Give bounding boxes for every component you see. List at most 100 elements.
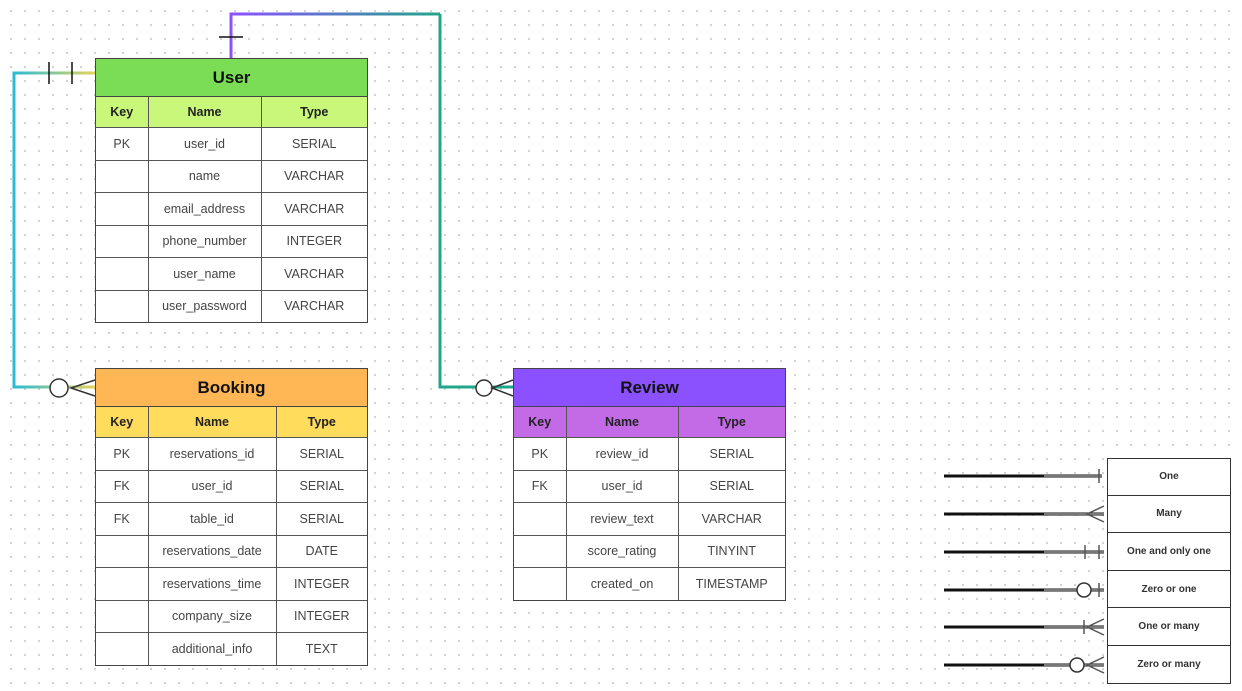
name-cell: user_password xyxy=(147,289,262,322)
type-cell: SERIAL xyxy=(275,437,367,471)
type-cell: SERIAL xyxy=(677,469,785,503)
type-cell: INTEGER xyxy=(275,599,367,633)
key-cell xyxy=(96,534,149,568)
name-cell: review_text xyxy=(565,502,679,536)
type-cell: DATE xyxy=(275,534,367,568)
table-row: name VARCHAR xyxy=(96,159,367,193)
table-row: user_name VARCHAR xyxy=(96,257,367,291)
legend-label: One and only one xyxy=(1107,533,1231,571)
type-cell: VARCHAR xyxy=(260,159,367,193)
name-cell: reservations_id xyxy=(147,437,277,471)
table-row: FK table_id SERIAL xyxy=(96,502,367,536)
zero-or-one-symbol-icon xyxy=(944,582,1104,598)
name-cell: user_id xyxy=(565,469,679,503)
user-entity-title: User xyxy=(96,59,367,97)
table-row: user_password VARCHAR xyxy=(96,289,367,322)
user-review-line xyxy=(438,14,513,389)
name-cell: phone_number xyxy=(147,224,262,258)
key-cell xyxy=(96,567,149,601)
column-header-name: Name xyxy=(147,97,262,128)
many-symbol-icon xyxy=(944,504,1105,523)
key-cell: FK xyxy=(514,469,567,503)
table-row: FK user_id SERIAL xyxy=(96,469,367,503)
type-cell: TEXT xyxy=(275,632,367,665)
type-cell: SERIAL xyxy=(260,127,367,161)
zero-marker xyxy=(49,378,69,398)
key-cell: PK xyxy=(514,437,567,471)
legend-label: Zero or one xyxy=(1107,570,1231,609)
name-cell: user_id xyxy=(147,469,277,503)
user-review-line-top xyxy=(229,12,440,58)
review-fields-table: Key Name Type PK review_id SERIAL FK use… xyxy=(514,407,785,600)
column-header-type: Type xyxy=(677,407,785,438)
legend-label: Many xyxy=(1107,495,1231,534)
type-cell: TINYINT xyxy=(677,534,785,568)
name-cell: email_address xyxy=(147,192,262,226)
table-row: reservations_time INTEGER xyxy=(96,567,367,601)
table-row: phone_number INTEGER xyxy=(96,224,367,258)
name-cell: company_size xyxy=(147,599,277,633)
key-cell: FK xyxy=(96,502,149,536)
key-cell: PK xyxy=(96,437,149,471)
one-and-only-one-symbol-icon xyxy=(944,545,1104,560)
key-cell xyxy=(96,224,149,258)
column-header-type: Type xyxy=(260,97,367,128)
type-cell: VARCHAR xyxy=(260,289,367,322)
table-row: PK reservations_id SERIAL xyxy=(96,437,367,471)
key-cell xyxy=(96,289,149,322)
key-cell xyxy=(96,599,149,633)
column-header-name: Name xyxy=(147,407,277,438)
key-cell: PK xyxy=(96,127,149,161)
booking-entity[interactable]: Booking Key Name Type PK reservations_id… xyxy=(95,368,368,666)
key-cell xyxy=(514,502,567,536)
key-cell xyxy=(96,159,149,193)
booking-entity-title: Booking xyxy=(96,369,367,407)
many-crowfoot-marker xyxy=(489,379,514,397)
name-cell: reservations_time xyxy=(147,567,277,601)
booking-fields-table: Key Name Type PK reservations_id SERIAL … xyxy=(96,407,367,665)
table-row: review_text VARCHAR xyxy=(514,502,785,536)
zero-marker xyxy=(475,379,493,397)
name-cell: score_rating xyxy=(565,534,679,568)
key-cell: FK xyxy=(96,469,149,503)
table-row: reservations_date DATE xyxy=(96,534,367,568)
table-row: FK user_id SERIAL xyxy=(514,469,785,503)
one-symbol-icon xyxy=(944,469,1102,483)
name-cell: reservations_date xyxy=(147,534,277,568)
table-row: email_address VARCHAR xyxy=(96,192,367,226)
type-cell: SERIAL xyxy=(275,502,367,536)
user-booking-relationship xyxy=(12,62,96,398)
name-cell: user_id xyxy=(147,127,262,161)
key-cell xyxy=(96,632,149,665)
zero-or-many-symbol-icon xyxy=(944,656,1105,674)
column-header-type: Type xyxy=(275,407,367,438)
key-cell xyxy=(514,534,567,568)
type-cell: VARCHAR xyxy=(260,257,367,291)
table-row: additional_info TEXT xyxy=(96,632,367,665)
table-row: score_rating TINYINT xyxy=(514,534,785,568)
type-cell: INTEGER xyxy=(275,567,367,601)
name-cell: user_name xyxy=(147,257,262,291)
column-header-key: Key xyxy=(514,407,567,438)
column-header-name: Name xyxy=(565,407,679,438)
type-cell: SERIAL xyxy=(677,437,785,471)
table-row: company_size INTEGER xyxy=(96,599,367,633)
table-row: PK user_id SERIAL xyxy=(96,127,367,161)
name-cell: name xyxy=(147,159,262,193)
user-fields-table: Key Name Type PK user_id SERIAL name VAR… xyxy=(96,97,367,322)
review-entity[interactable]: Review Key Name Type PK review_id SERIAL… xyxy=(513,368,786,601)
column-header-key: Key xyxy=(96,407,149,438)
user-entity[interactable]: User Key Name Type PK user_id SERIAL nam… xyxy=(95,58,368,323)
type-cell: SERIAL xyxy=(275,469,367,503)
type-cell: VARCHAR xyxy=(260,192,367,226)
type-cell: VARCHAR xyxy=(677,502,785,536)
column-header-key: Key xyxy=(96,97,149,128)
legend-label: One or many xyxy=(1107,608,1231,646)
many-crowfoot-marker xyxy=(68,379,96,397)
type-cell: INTEGER xyxy=(260,224,367,258)
table-row: created_on TIMESTAMP xyxy=(514,567,785,600)
name-cell: review_id xyxy=(565,437,679,471)
table-row: PK review_id SERIAL xyxy=(514,437,785,471)
user-review-relationship xyxy=(219,12,514,397)
